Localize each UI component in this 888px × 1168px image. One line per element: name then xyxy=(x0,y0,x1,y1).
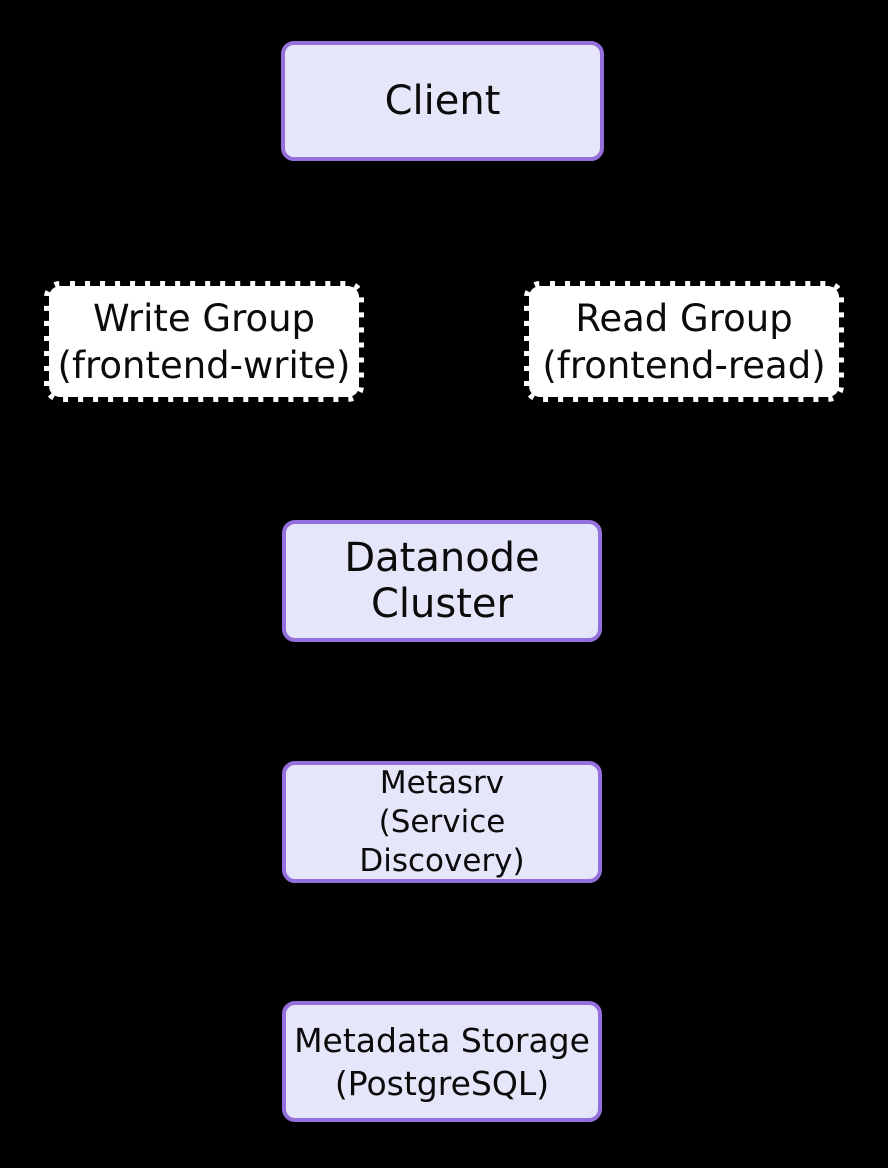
node-client-label: Client xyxy=(384,78,501,124)
node-read-group-label-line2: (frontend-read) xyxy=(542,343,826,387)
node-datanode-cluster: Datanode Cluster xyxy=(282,520,602,642)
node-metadata-storage-label-line2: (PostgreSQL) xyxy=(334,1063,550,1103)
node-client: Client xyxy=(281,41,604,161)
node-datanode-cluster-label-line2: Cluster xyxy=(371,581,513,627)
node-write-group-label-line1: Write Group xyxy=(92,296,316,340)
node-metadata-storage: Metadata Storage (PostgreSQL) xyxy=(282,1001,602,1122)
node-metasrv-label-line2: (Service xyxy=(378,803,506,840)
node-write-group-label-line2: (frontend-write) xyxy=(57,343,351,387)
node-metasrv-label-line1: Metasrv xyxy=(379,764,505,801)
node-read-group: Read Group (frontend-read) xyxy=(524,281,844,402)
node-write-group: Write Group (frontend-write) xyxy=(44,281,364,402)
node-metasrv-label-line3: Discovery) xyxy=(359,842,525,879)
node-datanode-cluster-label-line1: Datanode xyxy=(344,535,540,581)
node-metasrv: Metasrv (Service Discovery) xyxy=(282,761,602,883)
node-metadata-storage-label-line1: Metadata Storage xyxy=(294,1020,590,1060)
node-read-group-label-line1: Read Group xyxy=(575,296,793,340)
